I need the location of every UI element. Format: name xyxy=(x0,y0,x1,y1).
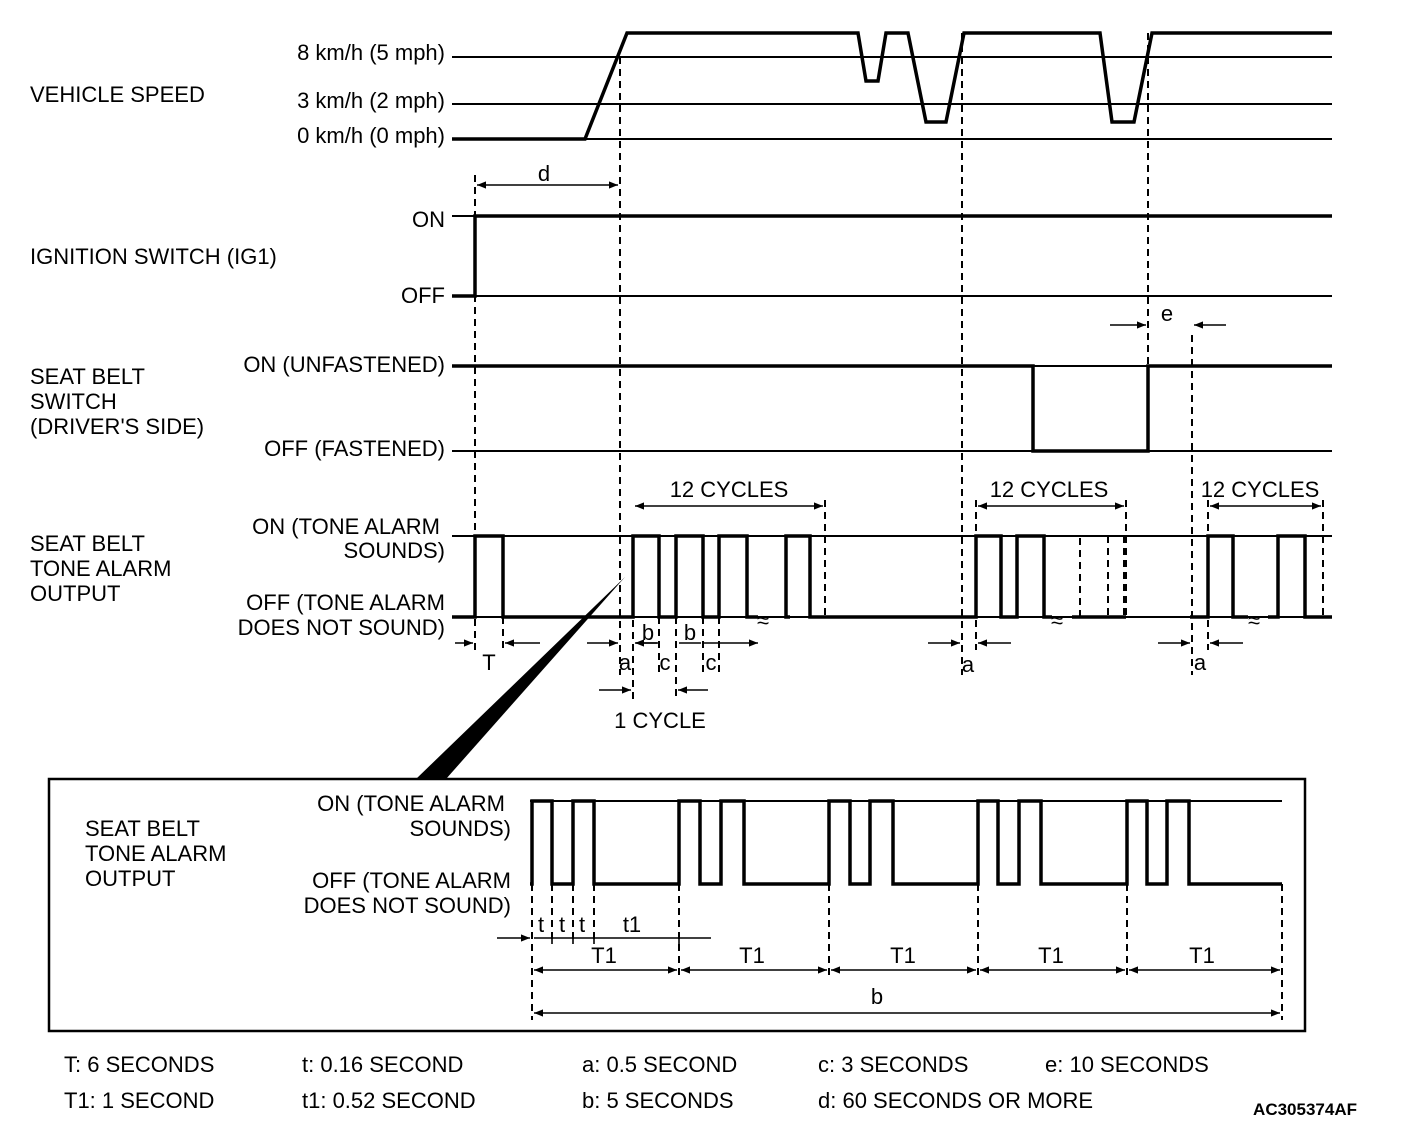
label-1-cycle: 1 CYCLE xyxy=(614,708,706,733)
label-a-1: a xyxy=(619,650,632,675)
inset-label-2: TONE ALARM xyxy=(85,841,226,866)
detail-inset: SEAT BELT TONE ALARM OUTPUT ON (TONE ALA… xyxy=(47,777,1307,1033)
label-12-cycles-1: 12 CYCLES xyxy=(670,477,789,502)
label-b-1: b xyxy=(642,620,654,645)
legend-t1: t1: 0.52 SECOND xyxy=(302,1088,476,1113)
label-T1-1: T1 xyxy=(591,943,617,968)
legend-t: t: 0.16 SECOND xyxy=(302,1052,463,1077)
alarm-off-level-2: DOES NOT SOUND) xyxy=(238,615,445,640)
alarm-off-level-1: OFF (TONE ALARM xyxy=(246,590,445,615)
label-c-1: c xyxy=(660,650,671,675)
legend-d: d: 60 SECONDS OR MORE xyxy=(818,1088,1093,1113)
label-a-2: a xyxy=(962,652,975,677)
tone-alarm-dashed-pulses xyxy=(1079,535,1125,617)
legend-c: c: 3 SECONDS xyxy=(818,1052,968,1077)
inset-label-3: OUTPUT xyxy=(85,866,175,891)
label-T1-3: T1 xyxy=(890,943,916,968)
label-12-cycles-3: 12 CYCLES xyxy=(1201,477,1320,502)
ignition-label: IGNITION SWITCH (IG1) xyxy=(30,244,277,269)
label-b-total: b xyxy=(871,984,883,1009)
ignition-section: IGNITION SWITCH (IG1) ON OFF xyxy=(30,207,1332,308)
alarm-on-level-2: SOUNDS) xyxy=(344,538,445,563)
tone-alarm-label-1: SEAT BELT xyxy=(30,531,145,556)
seat-belt-switch-trace xyxy=(452,364,1332,453)
inset-off-level-2: DOES NOT SOUND) xyxy=(304,893,511,918)
tone-alarm-trace xyxy=(452,534,1332,619)
vehicle-speed-trace xyxy=(452,31,1332,141)
break-mark: ≈ xyxy=(1051,608,1063,633)
label-12-cycles-2: 12 CYCLES xyxy=(990,477,1109,502)
speed-level-8kmh: 8 km/h (5 mph) xyxy=(297,40,445,65)
label-t1: t1 xyxy=(623,912,641,937)
figure-code: AC305374AF xyxy=(1253,1100,1357,1119)
label-d: d xyxy=(538,161,550,186)
legend-T: T: 6 SECONDS xyxy=(64,1052,214,1077)
label-t-1: t xyxy=(538,912,544,937)
belt-fastened-level: OFF (FASTENED) xyxy=(264,436,445,461)
legend-b: b: 5 SECONDS xyxy=(582,1088,734,1113)
tone-alarm-label-2: TONE ALARM xyxy=(30,556,171,581)
vehicle-speed-label: VEHICLE SPEED xyxy=(30,82,205,107)
inset-off-level-1: OFF (TONE ALARM xyxy=(312,868,511,893)
seat-belt-switch-label-2: SWITCH xyxy=(30,389,117,414)
tone-alarm-label-3: OUTPUT xyxy=(30,581,120,606)
seat-belt-switch-section: SEAT BELT SWITCH (DRIVER'S SIDE) ON (UNF… xyxy=(30,352,1332,461)
vehicle-speed-section: VEHICLE SPEED 8 km/h (5 mph) 3 km/h (2 m… xyxy=(30,31,1332,148)
break-mark: ≈ xyxy=(1248,608,1260,633)
legend-e: e: 10 SECONDS xyxy=(1045,1052,1209,1077)
alarm-on-level-1: ON (TONE ALARM xyxy=(252,514,440,539)
inset-label-1: SEAT BELT xyxy=(85,816,200,841)
label-a-3: a xyxy=(1194,650,1207,675)
break-mark: ≈ xyxy=(757,608,769,633)
zoom-pointer xyxy=(416,577,625,779)
label-T1-4: T1 xyxy=(1038,943,1064,968)
label-e: e xyxy=(1161,301,1173,326)
legend-a: a: 0.5 SECOND xyxy=(582,1052,737,1077)
seat-belt-switch-label-1: SEAT BELT xyxy=(30,364,145,389)
label-T: T xyxy=(482,650,495,675)
ignition-off-level: OFF xyxy=(401,283,445,308)
inset-on-level-1: ON (TONE ALARM xyxy=(317,791,505,816)
label-c-2: c xyxy=(706,650,717,675)
seat-belt-switch-label-3: (DRIVER'S SIDE) xyxy=(30,414,204,439)
label-T1-2: T1 xyxy=(739,943,765,968)
speed-level-0kmh: 0 km/h (0 mph) xyxy=(297,123,445,148)
speed-level-3kmh: 3 km/h (2 mph) xyxy=(297,88,445,113)
dimensions-upper: d e 12 CYCLES 12 CYCLES 12 CYCLES T a b … xyxy=(455,161,1321,733)
legend: T: 6 SECONDS t: 0.16 SECOND a: 0.5 SECON… xyxy=(64,1052,1209,1113)
label-b-2: b xyxy=(684,620,696,645)
tone-alarm-section: SEAT BELT TONE ALARM OUTPUT ON (TONE ALA… xyxy=(30,514,1332,640)
ignition-on-level: ON xyxy=(412,207,445,232)
belt-unfastened-level: ON (UNFASTENED) xyxy=(243,352,445,377)
legend-T1: T1: 1 SECOND xyxy=(64,1088,214,1113)
vertical-guides xyxy=(474,33,1324,700)
inset-on-level-2: SOUNDS) xyxy=(410,816,511,841)
inset-tone-trace xyxy=(530,799,1282,886)
label-t-3: t xyxy=(579,912,585,937)
inset-frame xyxy=(47,777,1307,1033)
ignition-trace xyxy=(452,214,1332,298)
label-T1-5: T1 xyxy=(1189,943,1215,968)
label-t-2: t xyxy=(559,912,565,937)
